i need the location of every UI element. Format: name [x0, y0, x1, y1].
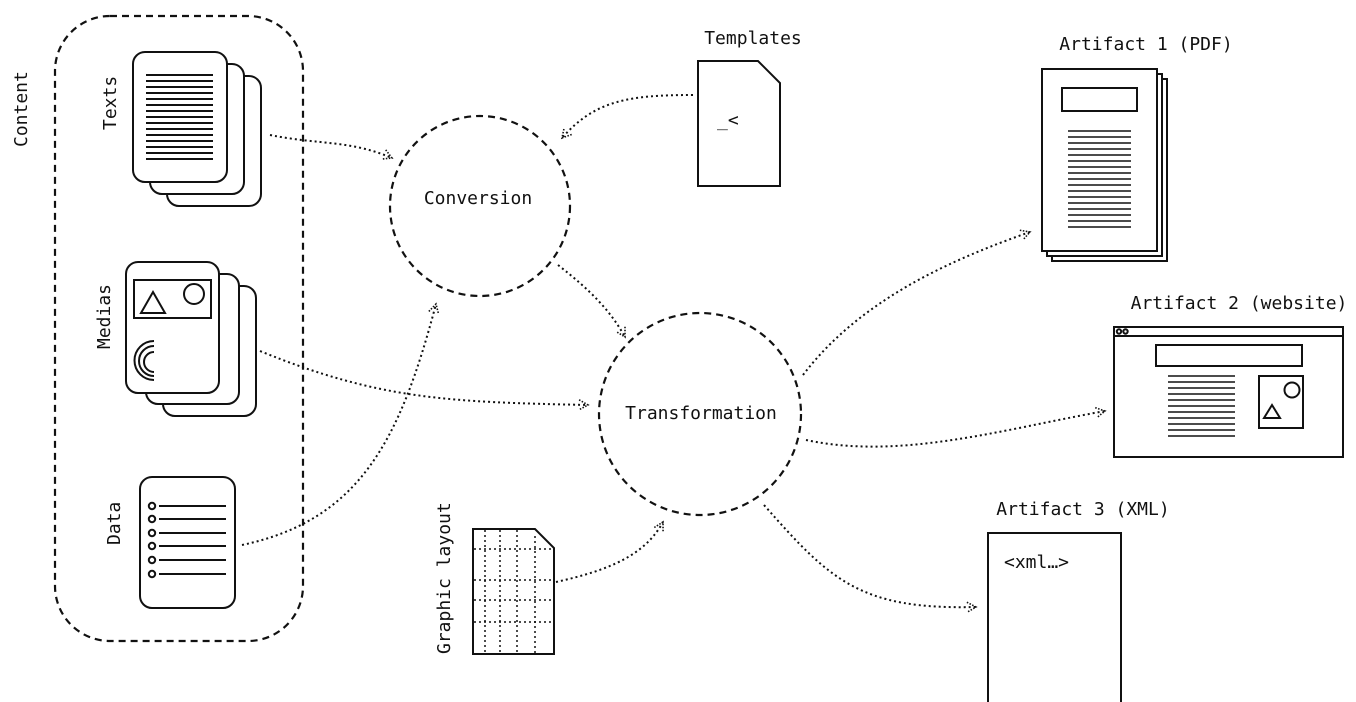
arrow-conversion-to-transformation	[557, 264, 626, 339]
media-frame-icon	[133, 279, 212, 319]
browser-dot-icon	[1122, 328, 1129, 335]
transformation-node: Transformation	[597, 311, 803, 517]
website-header-box	[1155, 344, 1303, 367]
artifact-xml-label: Artifact 3 (XML)	[996, 499, 1169, 520]
transformation-circle	[597, 311, 803, 517]
arrow-transformation-to-website	[805, 406, 1107, 448]
text-lines-icon	[146, 74, 213, 160]
template-file-icon	[697, 60, 781, 187]
graphic-layout-document: Graphic layout	[434, 502, 555, 655]
templates-label: Templates	[704, 28, 802, 49]
artifact-website-label: Artifact 2 (website)	[1131, 293, 1348, 314]
triangle-icon	[1262, 403, 1282, 419]
medias-stack: Medias	[94, 261, 257, 417]
xml-page-icon	[987, 532, 1122, 702]
website-text-lines-icon	[1168, 375, 1235, 437]
data-document-icon	[139, 476, 236, 609]
arrow-texts-to-conversion	[269, 134, 394, 160]
artifact-xml: Artifact 3 (XML) <xml…>	[987, 499, 1170, 702]
arrow-transformation-to-pdf	[802, 229, 1032, 376]
conversion-label: Conversion	[424, 188, 532, 209]
pdf-page-icon	[1041, 68, 1158, 252]
texts-label: Texts	[100, 76, 121, 130]
texts-stack: Texts	[100, 51, 262, 207]
xml-content: <xml…>	[1004, 552, 1069, 573]
arrow-transformation-to-xml	[763, 504, 978, 613]
arrow-data-to-conversion	[241, 302, 440, 546]
data-document: Data	[104, 476, 236, 609]
circle-icon	[183, 283, 205, 305]
arrow-medias-to-transformation	[259, 350, 590, 411]
flow-arrows	[241, 94, 1107, 613]
content-group-title: Content	[11, 71, 32, 147]
artifact-pdf-label: Artifact 1 (PDF)	[1059, 34, 1232, 55]
content-group: Content Texts	[11, 14, 305, 643]
conversion-node: Conversion	[388, 114, 572, 298]
pdf-title-box	[1061, 87, 1138, 112]
pdf-text-lines-icon	[1068, 130, 1131, 228]
browser-window-icon	[1113, 326, 1344, 458]
template-glyph: _<	[717, 110, 739, 131]
arrow-layout-to-transformation	[555, 520, 664, 583]
audio-waves-icon	[133, 340, 155, 381]
layout-grid-icon	[474, 530, 553, 653]
artifact-website: Artifact 2 (website)	[1113, 293, 1348, 458]
artifact-pdf: Artifact 1 (PDF)	[1041, 34, 1233, 262]
arrow-templates-to-conversion	[560, 94, 694, 140]
browser-dot-icon	[1115, 328, 1123, 335]
transformation-label: Transformation	[625, 403, 777, 424]
website-media-box	[1258, 375, 1304, 429]
content-group-border	[53, 14, 305, 643]
triangle-icon	[139, 289, 167, 314]
data-label: Data	[104, 502, 125, 545]
conversion-circle	[388, 114, 572, 298]
data-list-icon	[147, 501, 226, 579]
medias-document-icon	[125, 261, 220, 394]
layout-grid-file-icon	[472, 528, 555, 655]
medias-label: Medias	[94, 284, 115, 349]
graphic-layout-label: Graphic layout	[434, 502, 455, 654]
circle-icon	[1283, 381, 1301, 399]
templates-document: Templates _<	[697, 28, 802, 187]
